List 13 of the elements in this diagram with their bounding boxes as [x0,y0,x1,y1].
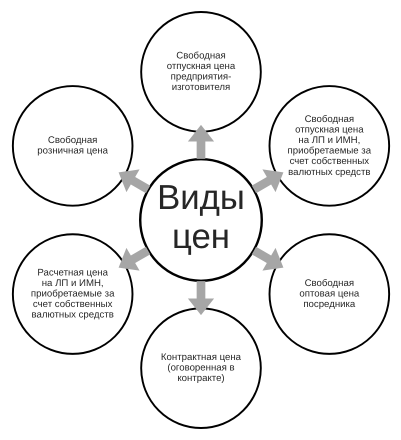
arrow [118,169,150,194]
arrow [187,281,214,316]
node-circle: Виды цен [138,158,262,282]
node-circle: Свободная отпускная цена на ЛП и ИМН, приобретаемые за счет собственных валютных средств [268,85,390,207]
node-circle: Расчетная цена на ЛП и ИМН, приобретаемые за счет собственных валютных средств [11,233,133,355]
arrow [118,246,150,271]
arrow [187,124,214,159]
node-circle: Свободная оптовая цена посредника [268,233,390,355]
node-circle: Свободная розничная цена [11,85,133,207]
node-circle: Свободная отпускная цена предприятия-изготовителя [140,11,262,133]
node-circle: Контрактная цена (оговоренная в контракте) [140,307,262,429]
arrow [251,246,283,271]
arrow [251,169,283,194]
